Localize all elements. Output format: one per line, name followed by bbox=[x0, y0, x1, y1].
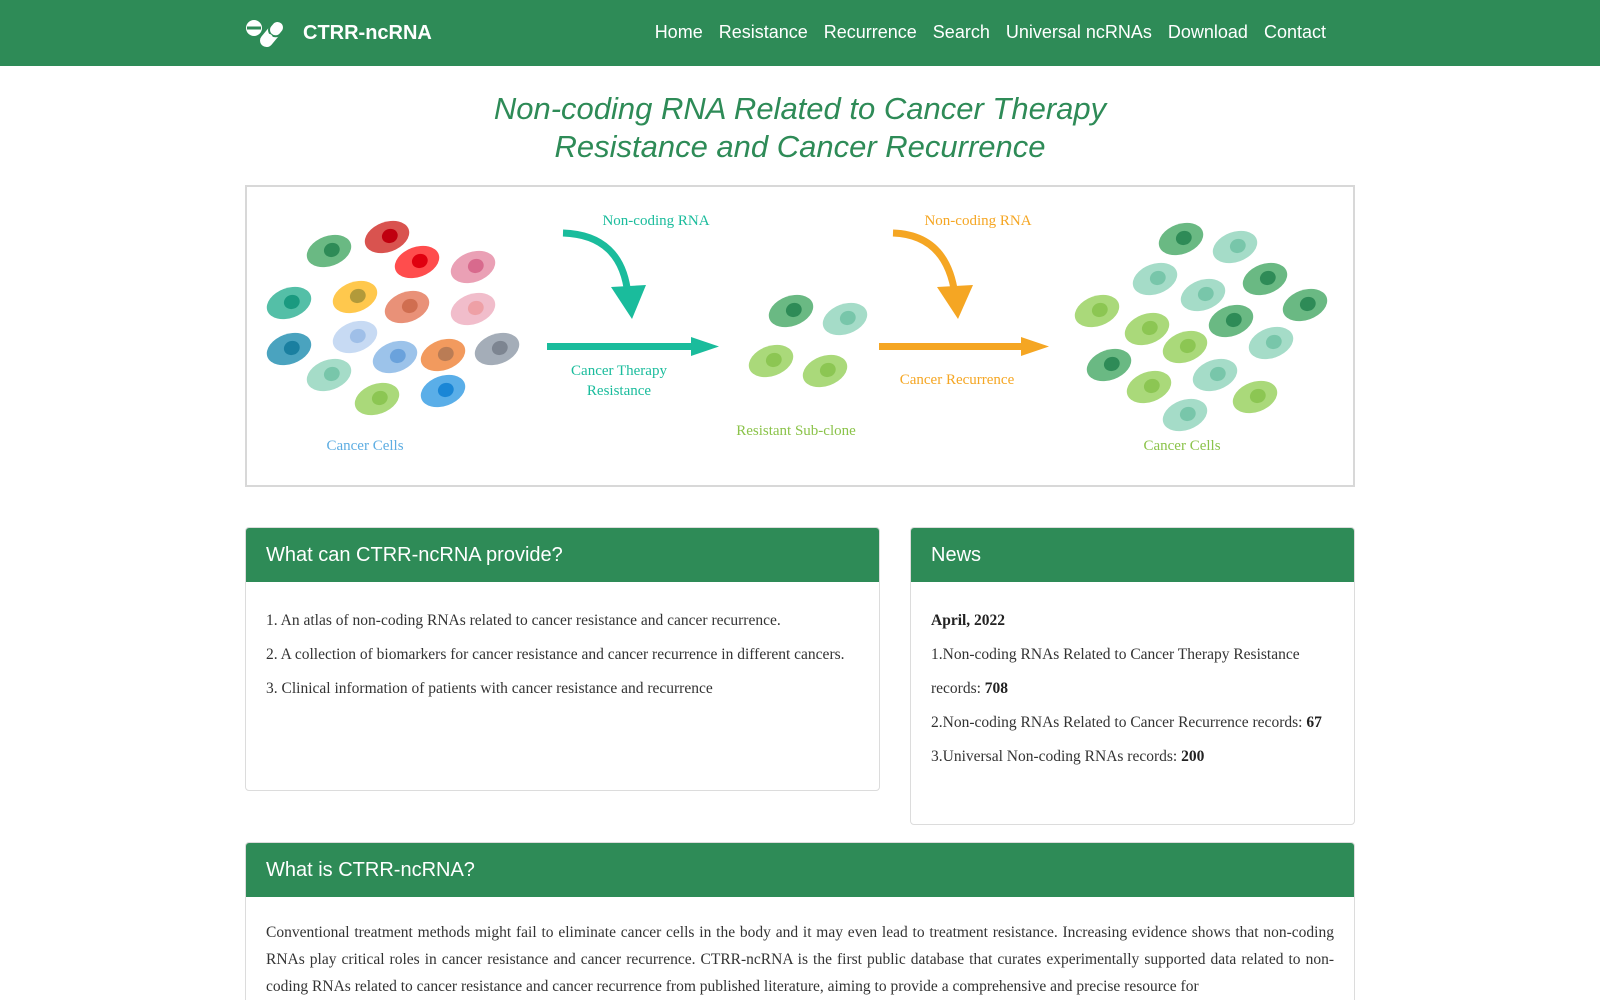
arrow-orange-head bbox=[1021, 337, 1049, 356]
nav-home[interactable]: Home bbox=[654, 22, 703, 42]
nav-contact[interactable]: Contact bbox=[1263, 22, 1326, 42]
arrow1-label-line1: Cancer Therapy bbox=[571, 363, 667, 379]
news-date: April, 2022 bbox=[931, 612, 1006, 629]
about-panel: What is CTRR-ncRNA? Conventional treatme… bbox=[245, 842, 1355, 1000]
page-title-line1: Non-coding RNA Related to Cancer Therapy bbox=[493, 91, 1107, 126]
provide-item-2: 2. A collection of biomarkers for cancer… bbox=[266, 646, 845, 663]
news-panel: News April, 2022 1.Non-coding RNAs Relat… bbox=[910, 527, 1355, 825]
provide-panel: What can CTRR-ncRNA provide? 1. An atlas… bbox=[245, 527, 880, 791]
about-text: Conventional treatment methods might fai… bbox=[266, 924, 1334, 995]
label-resistant-subclone: Resistant Sub-clone bbox=[736, 423, 856, 439]
page-title-line2: Resistance and Cancer Recurrence bbox=[554, 129, 1046, 164]
news-item-1: 1.Non-coding RNAs Related to Cancer Ther… bbox=[931, 646, 1300, 697]
cell-cluster-subclone bbox=[748, 294, 868, 388]
news-item-3: 3.Universal Non-coding RNAs records: 200 bbox=[931, 748, 1205, 765]
main-nav: Home Resistance Recurrence Search Univer… bbox=[639, 22, 1326, 43]
overview-figure: Cancer Cells Non-coding RNA Cancer Thera… bbox=[245, 185, 1355, 487]
nav-download[interactable]: Download bbox=[1167, 22, 1248, 42]
nav-universal-ncrnas[interactable]: Universal ncRNAs bbox=[1005, 22, 1152, 42]
curved-arrow-orange-head bbox=[937, 285, 973, 319]
news-panel-body: April, 2022 1.Non-coding RNAs Related to… bbox=[911, 582, 1354, 794]
about-panel-heading: What is CTRR-ncRNA? bbox=[246, 843, 1354, 897]
about-panel-body: Conventional treatment methods might fai… bbox=[246, 897, 1354, 1000]
brand-name: CTRR-ncRNA bbox=[303, 21, 432, 44]
arrow-teal-head bbox=[691, 337, 719, 356]
arrow1-label-ncrna: Non-coding RNA bbox=[602, 213, 709, 229]
provide-panel-heading: What can CTRR-ncRNA provide? bbox=[246, 528, 879, 582]
page-title: Non-coding RNA Related to Cancer Therapy… bbox=[0, 90, 1600, 166]
arrow2-label-recurrence: Cancer Recurrence bbox=[900, 372, 1015, 388]
provide-panel-body: 1. An atlas of non-coding RNAs related t… bbox=[246, 582, 879, 726]
nav-recurrence[interactable]: Recurrence bbox=[823, 22, 917, 42]
curved-arrow-teal bbox=[562, 229, 632, 296]
cell-cluster-left bbox=[266, 220, 520, 416]
overview-illustration: Cancer Cells Non-coding RNA Cancer Thera… bbox=[266, 213, 1328, 454]
news-panel-heading: News bbox=[911, 528, 1354, 582]
arrow1-label-line2: Resistance bbox=[587, 383, 651, 399]
provide-item-1: 1. An atlas of non-coding RNAs related t… bbox=[266, 612, 781, 629]
news-item-1-value: 708 bbox=[984, 680, 1009, 697]
nav-search[interactable]: Search bbox=[932, 22, 990, 42]
news-item-3-value: 200 bbox=[1181, 748, 1205, 765]
provide-item-3: 3. Clinical information of patients with… bbox=[266, 680, 713, 697]
curved-arrow-teal-head bbox=[611, 285, 646, 319]
top-navbar: CTRR-ncRNA Home Resistance Recurrence Se… bbox=[0, 0, 1600, 66]
arrow-teal-shaft bbox=[547, 343, 695, 350]
brand[interactable]: CTRR-ncRNA bbox=[245, 17, 432, 49]
capsule-pill-icon bbox=[246, 19, 285, 48]
news-item-2-value: 67 bbox=[1306, 714, 1322, 731]
label-cancer-cells-right: Cancer Cells bbox=[1143, 438, 1220, 454]
arrow2-label-ncrna: Non-coding RNA bbox=[924, 213, 1031, 229]
cell-cluster-right bbox=[1074, 222, 1328, 432]
curved-arrow-orange bbox=[892, 229, 959, 296]
arrow-orange-shaft bbox=[879, 343, 1025, 350]
nav-resistance[interactable]: Resistance bbox=[718, 22, 808, 42]
label-cancer-cells-left: Cancer Cells bbox=[326, 438, 403, 454]
news-item-2: 2.Non-coding RNAs Related to Cancer Recu… bbox=[931, 714, 1322, 731]
